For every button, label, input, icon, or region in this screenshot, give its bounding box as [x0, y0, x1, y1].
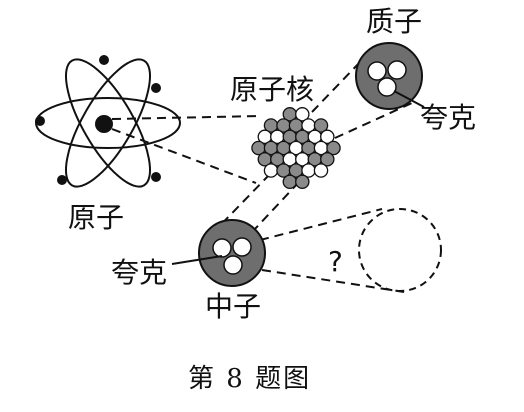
quark [377, 77, 397, 97]
zoom-line [253, 181, 300, 231]
nucleus-proton [295, 107, 310, 122]
quark [232, 237, 252, 257]
proton-shell [355, 42, 423, 110]
nucleus-neutron [326, 140, 341, 156]
neutron-icon [171, 219, 266, 287]
zoom-line [111, 115, 263, 120]
unknown-mark: ? [328, 245, 343, 278]
quark [387, 60, 407, 80]
atom-icon [35, 55, 181, 188]
proton-icon [355, 42, 425, 110]
nucleus-neutron [313, 118, 329, 133]
neutron-quark-label: 夸克 [111, 256, 168, 289]
electron [151, 83, 161, 93]
zoom-line [334, 102, 413, 139]
electron [35, 116, 45, 126]
quark [223, 255, 243, 275]
zoom-line [111, 128, 257, 184]
nucleus-neutron [282, 174, 298, 190]
nucleus-label: 原子核 [230, 73, 315, 106]
quark [367, 61, 387, 81]
electron [57, 175, 67, 185]
unknown-particle-icon [358, 208, 442, 292]
electron [151, 172, 161, 182]
zoom-lines [111, 59, 413, 293]
nucleus-proton [263, 163, 279, 178]
electron [99, 55, 109, 65]
atom-label: 原子 [68, 201, 125, 234]
nucleus-neutron [295, 174, 310, 190]
neutron-label: 中子 [205, 290, 262, 323]
nucleus-neutron [320, 152, 335, 167]
figure-caption: 第 8 题图 [188, 364, 312, 394]
nucleus-proton [320, 129, 335, 145]
proton-quark-label: 夸克 [420, 101, 477, 134]
atom-nucleus-dot [95, 115, 113, 133]
electron-orbit [64, 58, 152, 188]
zoom-line [311, 59, 363, 113]
quark-pointer [393, 90, 425, 108]
quark [212, 238, 232, 258]
proton-label: 质子 [366, 5, 423, 38]
nucleus-proton [313, 163, 329, 178]
neutron-shell [198, 219, 266, 287]
quark-pointer [171, 255, 223, 265]
zoom-line [259, 208, 383, 241]
zoom-line [261, 269, 405, 293]
nucleus-icon [251, 107, 341, 190]
